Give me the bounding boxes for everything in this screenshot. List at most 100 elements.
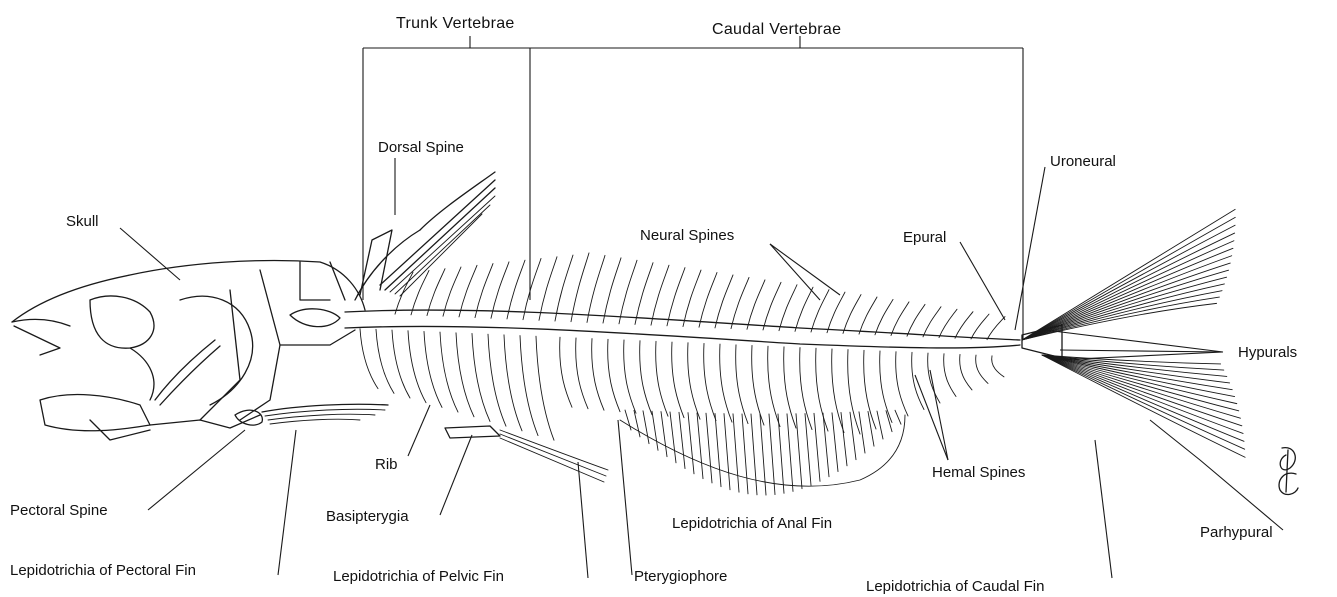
hemal-spine [752,346,764,426]
rib [360,329,378,389]
hemal-spine [800,348,812,430]
hypurals-label: Hypurals [1238,344,1297,361]
hemal-spine [976,355,988,383]
neural-spine [587,255,605,322]
anal-fin-ray [724,414,730,490]
hemal-spine [944,354,956,397]
rib [376,329,394,393]
neural-spine [491,262,509,318]
anal-fin-ray [697,413,703,479]
caudal-fin-ray-upper [1022,217,1235,340]
hemal-spine [896,352,908,416]
neural-spine [683,270,701,326]
neural-spine [923,307,941,337]
trunk-vertebrae-label: Trunk Vertebrae [396,15,515,32]
anal-fin-ray [877,411,883,439]
neural-spine [571,253,589,322]
anal-fin-ray [769,414,775,495]
rib [424,331,442,407]
hemal-spines-label: Hemal Spines [932,464,1025,481]
dorsal-spine-drawing [355,172,495,300]
neural-spine [939,309,957,337]
ribs-drawing [360,329,554,441]
pectoral-fin-label: Lepidotrichia of Pectoral Fin [10,562,196,579]
neural-spine [619,260,637,324]
anal-fin-ray [787,414,793,492]
anal-fin-ray [661,412,667,457]
hemal-spine [960,354,972,390]
anal-fin-ray [715,413,721,486]
anal-fin-ray [868,411,874,446]
uroneural-label: Uroneural [1050,153,1116,170]
caudal-fin-ray-lower [1042,355,1245,457]
neural-spine [715,275,733,328]
anal-fin-ray [841,412,847,465]
rib-label: Rib [375,456,398,473]
neural-spine [859,297,877,334]
vertebrae-brackets [363,36,1023,340]
neural-spine [987,317,1005,340]
rib [536,336,554,440]
neural-spine [763,282,781,330]
hemal-spine [864,350,876,429]
rib [504,335,522,431]
skull-label: Skull [66,213,99,230]
anal-fin-ray [679,412,685,468]
pelvic-fin-drawing [445,426,608,482]
neural-spine [443,267,461,316]
hemal-spine [560,337,572,407]
hemal-spine [928,353,940,403]
anal-fin-drawing [620,410,905,495]
pterygiophore-label: Pterygiophore [634,568,727,585]
neural-spine [699,273,717,328]
neural-spine [507,260,525,319]
neural-spine [651,265,669,325]
caudal-vertebrae-label: Caudal Vertebrae [712,21,841,38]
caudal-fin-ray-lower [1042,355,1242,426]
caudal-fin-ray-upper [1022,233,1235,340]
rib [408,331,426,403]
parhypural-label: Parhypural [1200,524,1273,541]
anal-fin-ray [895,410,901,424]
neural-spine [411,270,429,314]
neural-spine [955,312,973,339]
anal-fin-ray [814,413,820,481]
hemal-spine [640,341,652,415]
anal-fin-ray [643,411,649,444]
caudal-fin-label: Lepidotrichia of Caudal Fin [866,578,1044,595]
neural-spine [891,302,909,336]
epural-label: Epural [903,229,946,246]
dorsal-spine-label: Dorsal Spine [378,139,464,156]
neural-spine [779,285,797,331]
hemal-spine [592,339,604,411]
anal-fin-ray [625,410,631,430]
hemal-spine [624,340,636,413]
neural-spine [555,255,573,321]
caudal-fin-ray-upper [1022,209,1235,340]
caudal-fin-ray-upper [1022,225,1235,340]
neural-spine [539,257,557,321]
neural-spine [731,277,749,328]
hemal-spine [992,356,1004,377]
hemal-spine [672,342,684,418]
anal-fin-ray [634,410,640,436]
rib [520,336,538,436]
neural-spine [603,258,621,323]
neural-spine [459,265,477,317]
anal-fin-ray [760,414,766,495]
hemal-spines-drawing [560,337,1004,434]
anal-fin-ray [778,414,784,493]
rib [472,333,490,421]
neural-spines-label: Neural Spines [640,227,734,244]
skull-drawing [12,261,365,440]
hemal-spine [656,341,668,416]
anal-fin-ray [706,413,712,483]
artist-monogram [1279,448,1298,495]
neural-spine [523,258,541,319]
anal-fin-ray [751,414,757,495]
hemal-spine [688,343,700,419]
neural-spine [475,264,493,318]
neural-spine [843,295,861,334]
anal-fin-ray [652,411,658,450]
